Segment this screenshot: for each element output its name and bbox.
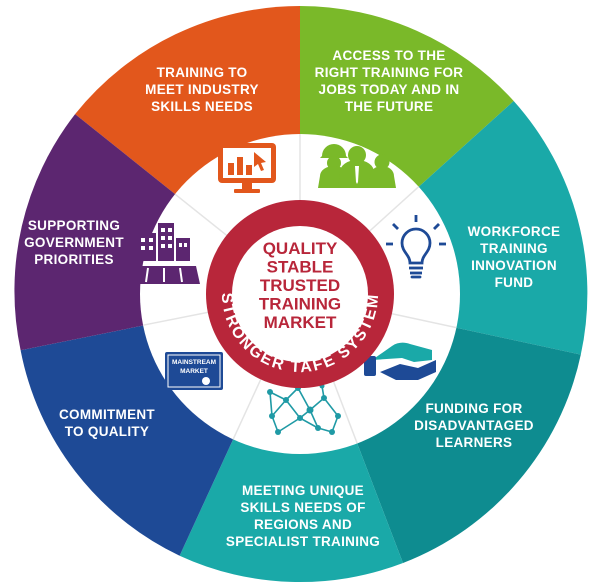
segment-labels: TRAINING TO MEET INDUSTRY SKILLS NEEDS ACCE… xyxy=(24,48,560,549)
segment-label-disadvantaged-line: FUNDING FOR xyxy=(425,401,522,416)
bulb-ray xyxy=(392,223,399,230)
bulb-ray xyxy=(433,223,440,230)
segment-label-access-line: ACCESS TO THE xyxy=(332,48,445,63)
segment-label-disadvantaged-line: DISADVANTAGED xyxy=(414,418,534,433)
segment-label-government-line: GOVERNMENT xyxy=(24,235,124,250)
monitor-stand xyxy=(242,183,252,189)
segment-label-regions-line: SKILLS NEEDS OF xyxy=(240,500,365,515)
network-nodes xyxy=(267,381,341,435)
segment-label-regions-line: SPECIALIST TRAINING xyxy=(226,534,380,549)
segment-label-workforce-line: FUND xyxy=(495,275,534,290)
hand-upper xyxy=(372,342,432,362)
segment-label-regions-line: MEETING UNIQUE xyxy=(242,483,364,498)
helping-hand-icon xyxy=(364,342,436,380)
computer-chart-icon xyxy=(218,143,276,193)
segment-label-quality-line: COMMITMENT xyxy=(59,407,155,422)
certificate-plaque-icon: MAINSTREAM MARKET xyxy=(165,352,223,390)
segment-label-access-line: THE FUTURE xyxy=(345,99,434,114)
center-line: STABLE xyxy=(267,258,334,277)
center-line: TRUSTED xyxy=(260,276,340,295)
cursor-arrow xyxy=(254,152,266,171)
segment-label-government-line: PRIORITIES xyxy=(34,252,114,267)
center-line: TRAINING xyxy=(259,295,341,314)
building xyxy=(158,223,174,261)
center-line: MARKET xyxy=(264,313,337,332)
hand-lower xyxy=(380,360,436,380)
segment-label-workforce-line: TRAINING xyxy=(480,241,548,256)
bar xyxy=(246,165,252,175)
plaque-line-1: MAINSTREAM xyxy=(172,359,216,366)
buildings-icon xyxy=(128,223,200,284)
plaque-seal xyxy=(202,377,210,385)
monitor-base xyxy=(234,189,260,193)
segment-label-workforce-line: WORKFORCE xyxy=(468,224,561,239)
center-line: QUALITY xyxy=(263,239,338,258)
segment-label-industry-line: TRAINING TO xyxy=(157,65,248,80)
bar xyxy=(228,163,234,175)
building xyxy=(176,238,190,261)
segment-label-access-line: RIGHT TRAINING FOR xyxy=(315,65,464,80)
lightbulb-icon xyxy=(386,215,446,279)
center-disc xyxy=(232,226,368,362)
segment-label-government-line: SUPPORTING xyxy=(28,218,120,233)
segment-label-regions-line: REGIONS AND xyxy=(254,517,352,532)
bulb-glass xyxy=(400,227,432,265)
segment-label-industry-line: MEET INDUSTRY xyxy=(145,82,259,97)
worker-woman xyxy=(368,154,396,188)
sleeve-cuff xyxy=(364,356,376,376)
bar xyxy=(237,157,243,175)
workers-group-icon xyxy=(318,144,396,188)
segment-label-access-line: JOBS TODAY AND IN xyxy=(319,82,460,97)
plaque-line-2: MARKET xyxy=(180,368,208,375)
segment-label-industry-line: SKILLS NEEDS xyxy=(151,99,253,114)
building xyxy=(138,233,156,261)
worker-in-suit xyxy=(338,146,376,188)
segment-label-disadvantaged-line: LEARNERS xyxy=(436,435,513,450)
segment-label-quality-line: TO QUALITY xyxy=(65,424,150,439)
segment-label-workforce-line: INNOVATION xyxy=(471,258,557,273)
